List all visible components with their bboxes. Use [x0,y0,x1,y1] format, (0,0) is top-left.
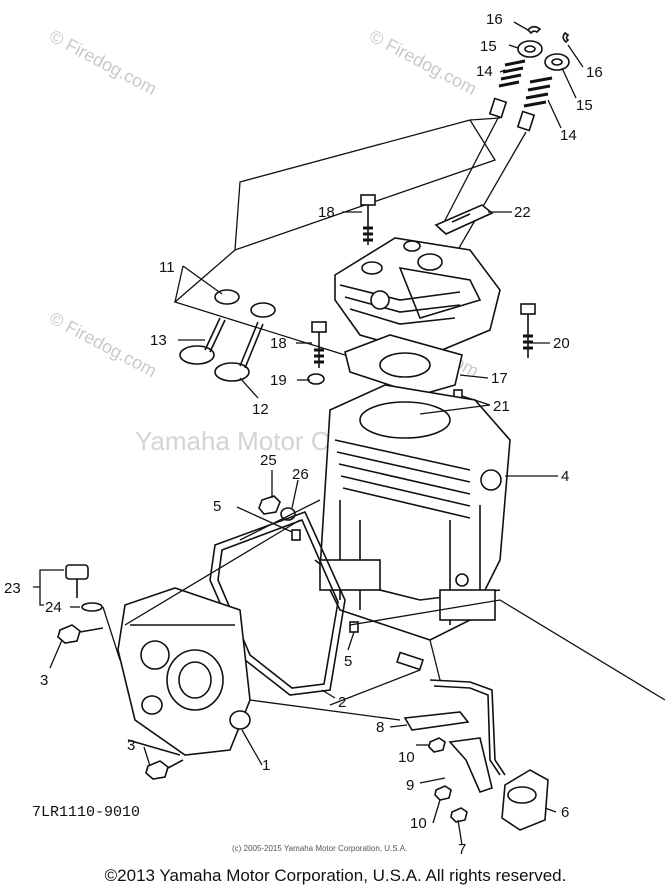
valve-exhaust [214,321,264,382]
callout-4: 4 [561,468,569,485]
callout-8: 8 [376,719,384,736]
callout-13: 13 [150,332,167,349]
washer [307,373,325,385]
callout-5-lower: 5 [344,653,352,670]
callout-19: 19 [270,372,287,389]
callout-16-left: 16 [486,11,503,28]
governor-assembly [396,651,549,831]
governor-arm-9 [448,737,493,793]
callout-5-upper: 5 [213,498,221,515]
oil-cap-o-ring [81,602,103,612]
callout-15-right: 15 [576,97,593,114]
callout-22: 22 [514,204,531,221]
callout-18-upper: 18 [318,204,335,221]
valve-keeper-right [562,31,570,44]
valve-keeper-left [526,25,542,35]
callout-10-upper: 10 [398,749,415,766]
callout-20: 20 [553,335,570,352]
callout-9: 9 [406,777,414,794]
valve-spring-left [498,59,526,88]
callout-16-right: 16 [586,64,603,81]
callout-12: 12 [252,401,269,418]
watermark-top-left: © Firedog.com [46,26,160,99]
dowel-5-upper [291,529,301,541]
callout-7: 7 [458,841,466,858]
callout-1: 1 [262,757,270,774]
leader-lines [33,21,584,846]
bolt-20 [520,303,536,358]
head-bolt-upper [360,194,376,245]
footer-copyright: ©2013 Yamaha Motor Corporation, U.S.A. A… [104,866,567,885]
cover-bolt-lower [145,760,169,780]
callout-3-lower: 3 [127,737,135,754]
valve-train [439,25,570,256]
callout-17: 17 [491,370,508,387]
cylinder-block [314,384,511,641]
head-gasket [344,334,463,396]
crankcase-cover [117,587,251,756]
callout-6: 6 [561,804,569,821]
valve-intake [179,317,226,365]
callout-15-left: 15 [480,38,497,55]
crankcase-gasket [209,510,346,696]
callout-26: 26 [292,466,309,483]
callout-3-upper: 3 [40,672,48,689]
cover-bolt-upper [57,624,81,644]
watermark-top-right: © Firedog.com [366,26,480,99]
oil-filler-cap [65,564,89,598]
callout-2: 2 [338,694,346,711]
governor-lever-8 [403,711,470,731]
callout-labels: 16 15 14 16 15 14 18 22 11 13 18 20 19 1… [4,11,603,858]
head-bolt-lower [311,321,327,368]
callout-24: 24 [45,599,62,616]
callout-10-lower: 10 [410,815,427,832]
callout-14-right: 14 [560,127,577,144]
diagram-reference-code: 7LR1110-9010 [32,804,140,821]
lever-bolt-10a [428,737,446,753]
bolt-25 [258,495,281,515]
callout-18-lower: 18 [270,335,287,352]
small-copyright: (c) 2005-2015 Yamaha Motor Corporation, … [232,844,407,853]
valve-spring-right [523,76,553,108]
bolt-7 [450,807,468,823]
cylinder-head [334,204,501,356]
callout-25: 25 [260,452,277,469]
callout-23: 23 [4,580,21,597]
lever-bolt-10b [434,785,452,801]
watermark-mid-left: © Firedog.com [46,308,160,381]
callout-11: 11 [159,259,175,276]
rocker-cover-plate [434,204,494,235]
callout-21: 21 [493,398,510,415]
valve-seal-right [250,302,276,318]
callout-14-left: 14 [476,63,493,80]
